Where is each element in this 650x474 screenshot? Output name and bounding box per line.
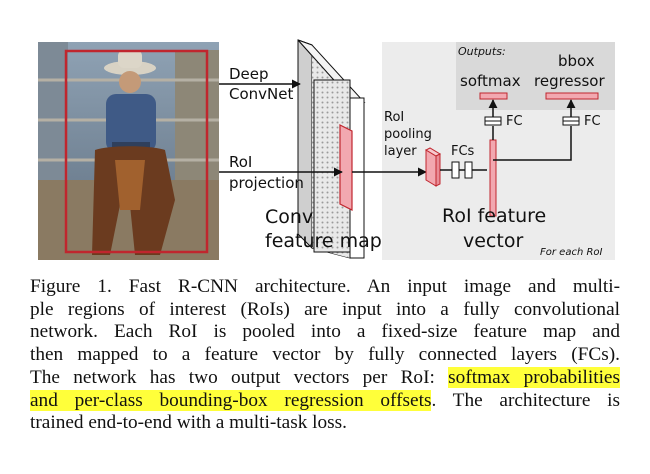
figure-caption: Figure 1. Fast R-CNN architecture. An in… (30, 276, 620, 435)
caption-line-2: ple regions of interest (RoIs) are input… (30, 298, 620, 320)
caption-line-6-text: . The architecture is (431, 389, 620, 411)
label-outputs: Outputs: (458, 45, 506, 58)
label-roi: RoI (229, 153, 252, 171)
caption-highlight-1: softmax probabilities (448, 366, 620, 388)
caption-line-4: then mapped to a feature vector by fully… (30, 344, 620, 366)
label-convnet: ConvNet (229, 85, 293, 103)
roi-box (64, 49, 209, 254)
caption-line-7: trained end-to-end with a multi-task los… (30, 412, 348, 434)
softmax-output (479, 92, 508, 100)
conv-feature-map (297, 39, 366, 259)
label-roi-pooling-3: layer (384, 144, 417, 159)
label-softmax: softmax (460, 72, 521, 90)
label-roi-feature: RoI feature (442, 205, 546, 227)
roi-pooling-block (424, 147, 442, 187)
label-roi-pooling-1: RoI (384, 110, 404, 125)
label-deep: Deep (229, 65, 269, 83)
fc-block-1 (451, 161, 460, 179)
caption-line-5: The network has two output vectors per R… (30, 366, 620, 390)
caption-highlight-2: and per-class bounding-box regression of… (30, 389, 432, 411)
input-image (38, 42, 219, 260)
label-feature-map: feature map (265, 230, 382, 252)
architecture-diagram: Deep ConvNet RoI projection Conv feature… (38, 39, 615, 260)
caption-line-3: network. Each RoI is pooled into a fixed… (30, 321, 620, 343)
label-fc-left: FC (506, 114, 523, 129)
label-conv: Conv (265, 206, 313, 228)
caption-line-6: and per-class bounding-box regression of… (30, 389, 620, 413)
label-vector: vector (463, 230, 523, 252)
caption-line-1: Figure 1. Fast R-CNN architecture. An in… (30, 276, 620, 297)
label-bbox: bbox (558, 52, 595, 70)
label-roi-pooling-2: pooling (384, 127, 432, 142)
bbox-regressor-output (545, 92, 599, 100)
caption-line-5-text: The network has two output vectors per R… (30, 366, 449, 388)
fc-block-2 (464, 161, 473, 179)
label-fc-right: FC (584, 114, 601, 129)
label-fcs: FCs (451, 144, 475, 159)
label-for-each-roi: For each RoI (540, 247, 603, 258)
label-regressor: regressor (534, 72, 605, 90)
label-projection: projection (229, 174, 304, 192)
